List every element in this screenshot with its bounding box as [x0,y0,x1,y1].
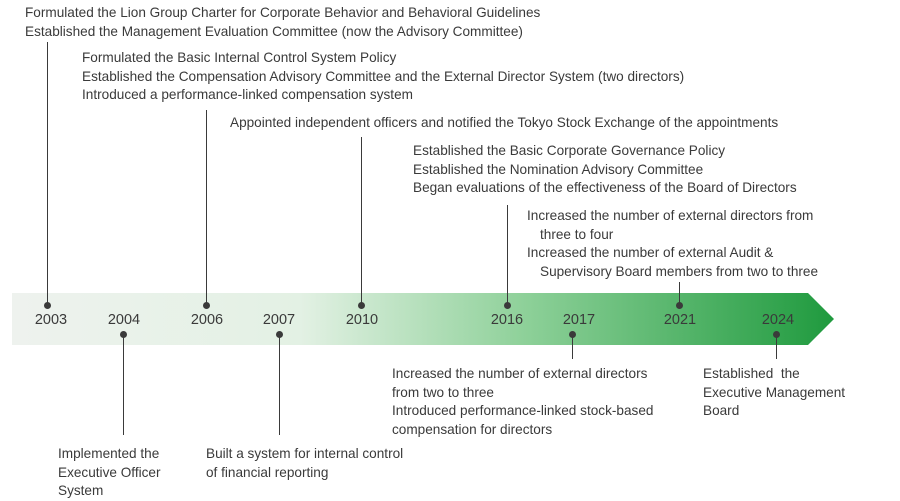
connector-line-2016 [507,205,508,307]
year-label: 2021 [663,312,697,328]
event-line: Introduced a performance-linked compensa… [82,87,413,103]
event-2010: Appointed independent officers and notif… [230,114,778,133]
connector-dot-2017 [569,331,576,338]
connector-dot-2006 [203,302,210,309]
year-label: 2003 [34,312,68,328]
event-line: Appointed independent officers and notif… [230,115,779,130]
event-line: three to four [540,226,614,242]
event-line: Established the Management Evaluation Co… [25,23,523,39]
event-2017: Increased the number of external directo… [392,365,653,439]
connector-line-2003 [47,42,48,307]
event-2004: Implemented the Executive Officer System [58,445,161,501]
event-2003: Formulated the Lion Group Charter for Co… [25,4,540,41]
year-label: 2017 [562,312,596,328]
event-line: Formulated the Lion Group Charter for Co… [25,5,541,20]
connector-dot-2004 [120,331,127,338]
event-2016: Established the Basic Corporate Governan… [413,142,797,198]
year-label: 2006 [190,312,224,328]
event-line: from two to three [392,384,494,400]
event-line: Established the Compensation Advisory Co… [82,68,685,84]
event-line: Established the [703,366,800,381]
connector-dot-2021 [676,302,683,309]
event-line: compensation for directors [392,421,553,437]
connector-line-2010 [361,137,362,307]
connector-dot-2016 [504,302,511,309]
event-line: Implemented the [58,446,160,461]
event-line: Increased the number of external Audit & [527,245,774,261]
connector-line-2006 [206,110,207,307]
connector-line-2024 [776,335,777,359]
year-label: 2010 [345,312,379,328]
year-label: 2024 [761,312,795,328]
connector-line-2004 [123,335,124,435]
event-line: Executive Management [703,384,846,400]
connector-dot-2007 [276,331,283,338]
connector-line-2017 [572,335,573,359]
connector-dot-2024 [773,331,780,338]
event-line: Increased the number of external directo… [527,208,814,223]
year-label: 2007 [262,312,296,328]
event-line: Built a system for internal control [206,446,404,461]
connector-line-2021 [679,282,680,307]
connector-dot-2003 [44,302,51,309]
event-line: Supervisory Board members from two to th… [540,263,819,279]
event-2007: Built a system for internal control of f… [206,445,403,482]
event-line: System [58,483,104,499]
event-line: Established the Nomination Advisory Comm… [413,161,704,177]
event-line: Established the Basic Corporate Governan… [413,143,726,158]
event-line: Executive Officer [58,464,161,480]
event-line: Board [703,403,740,419]
event-2024: Established the Executive Management Boa… [703,365,845,421]
year-label: 2016 [490,312,524,328]
event-line: Began evaluations of the effectiveness o… [413,180,797,196]
event-2006: Formulated the Basic Internal Control Sy… [82,49,684,105]
year-label: 2004 [107,312,141,328]
event-2021: Increased the number of external directo… [527,207,818,281]
event-line: Increased the number of external directo… [392,366,648,381]
event-line: Formulated the Basic Internal Control Sy… [82,50,397,65]
connector-line-2007 [279,335,280,435]
connector-dot-2010 [358,302,365,309]
arrow-shape [12,293,834,345]
event-line: of financial reporting [206,464,329,480]
event-line: Introduced performance-linked stock-base… [392,403,654,419]
